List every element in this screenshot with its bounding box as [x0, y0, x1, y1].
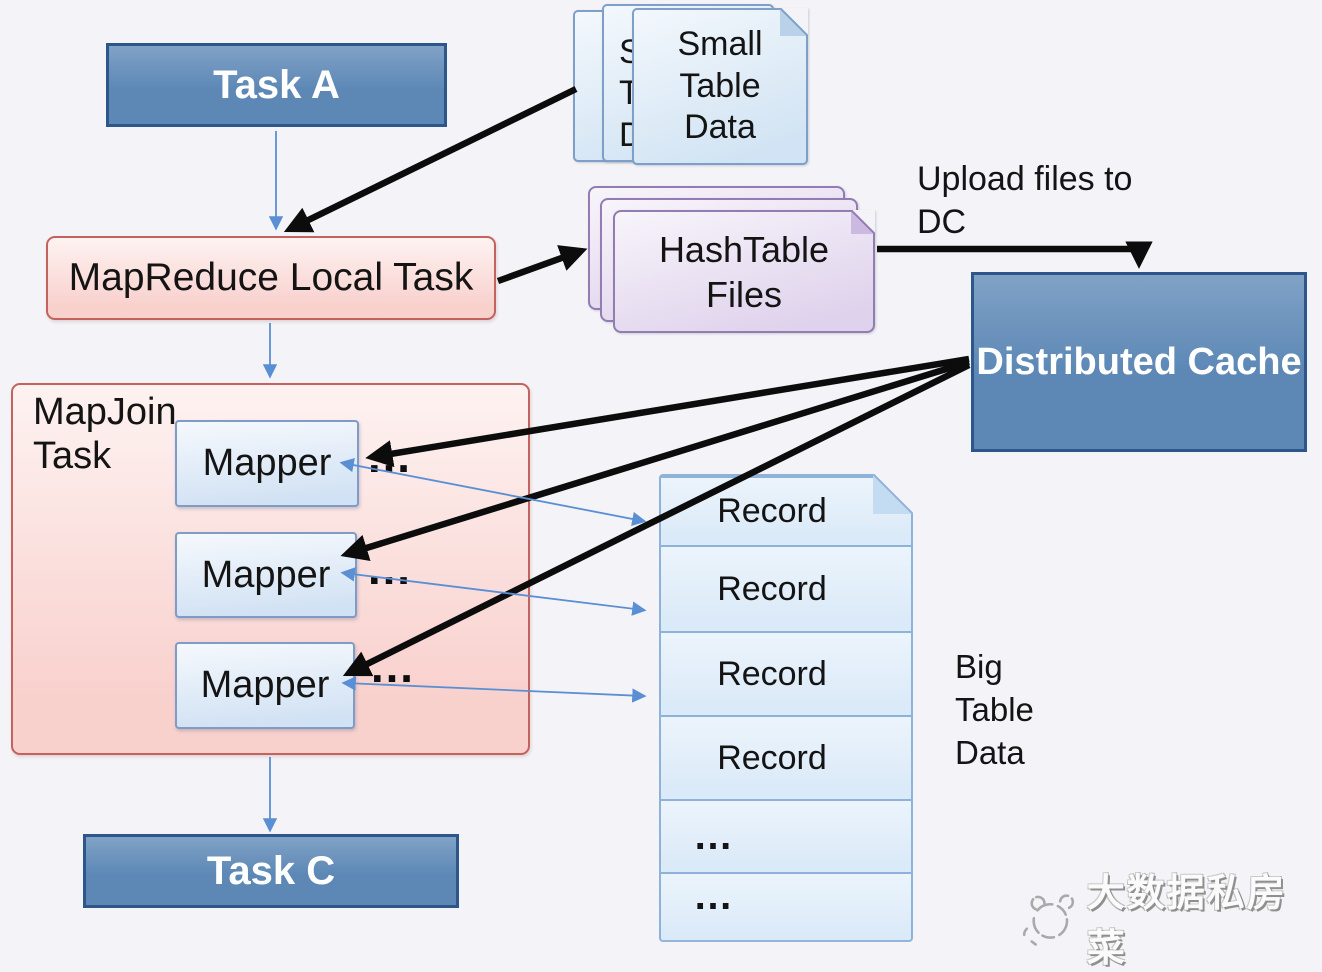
- watermark: 大数据私房菜: [1018, 862, 1322, 972]
- small-table-label: Small Table Data: [677, 25, 763, 147]
- mapjoin-task-label: MapJoin Task: [33, 391, 177, 478]
- small-table-stack: Small Table Data Small Table Data: [570, 0, 815, 172]
- task-c-box: Task C: [83, 834, 459, 908]
- mapreduce-local-task-label: MapReduce Local Task: [68, 256, 474, 299]
- record-row-ellipsis: …: [661, 872, 911, 942]
- mapper-1-ellipsis: …: [366, 430, 416, 482]
- hashtable-label: HashTable Files: [658, 228, 830, 315]
- distributed-cache-box: Distributed Cache: [971, 272, 1307, 452]
- mapper-3-ellipsis: …: [369, 640, 419, 692]
- mapper-2-ellipsis: …: [366, 542, 416, 594]
- mapreduce-local-task-box: MapReduce Local Task: [46, 236, 496, 320]
- mapper-1-label: Mapper: [202, 442, 332, 484]
- task-a-label: Task A: [213, 62, 340, 107]
- mapjoin-task-box: MapJoin Task Mapper Mapper Mapper: [11, 383, 530, 755]
- mapper-2-label: Mapper: [201, 553, 331, 596]
- task-a-box: Task A: [106, 43, 447, 127]
- record-row: Record: [661, 715, 911, 799]
- watermark-logo-icon: [1022, 894, 1075, 946]
- hashtable-page-front: HashTable Files: [613, 210, 875, 333]
- arrow-local-task-to-hashtable: [496, 245, 588, 285]
- mapper-3-label: Mapper: [200, 664, 330, 706]
- mapper-1-box: Mapper: [175, 420, 359, 507]
- upload-note: Upload files to DC: [917, 160, 1133, 241]
- mapper-2-box: Mapper: [175, 532, 357, 618]
- watermark-text: 大数据私房菜: [1086, 873, 1287, 970]
- record-stack: Record Record Record Record … …: [659, 474, 913, 942]
- mapper-3-box: Mapper: [175, 642, 355, 729]
- big-table-note: Big Table Data: [955, 648, 1034, 771]
- record-row-ellipsis: …: [661, 799, 911, 872]
- arrow-hashtable-to-distributed-cache: [877, 241, 1153, 269]
- distributed-cache-label: Distributed Cache: [976, 340, 1302, 383]
- record-row: Record: [661, 476, 911, 545]
- small-table-page-front: Small Table Data: [632, 8, 808, 165]
- hashtable-stack: HashTable Files: [585, 183, 880, 338]
- task-c-label: Task C: [206, 848, 336, 893]
- record-row: Record: [661, 545, 911, 631]
- record-row: Record: [661, 631, 911, 715]
